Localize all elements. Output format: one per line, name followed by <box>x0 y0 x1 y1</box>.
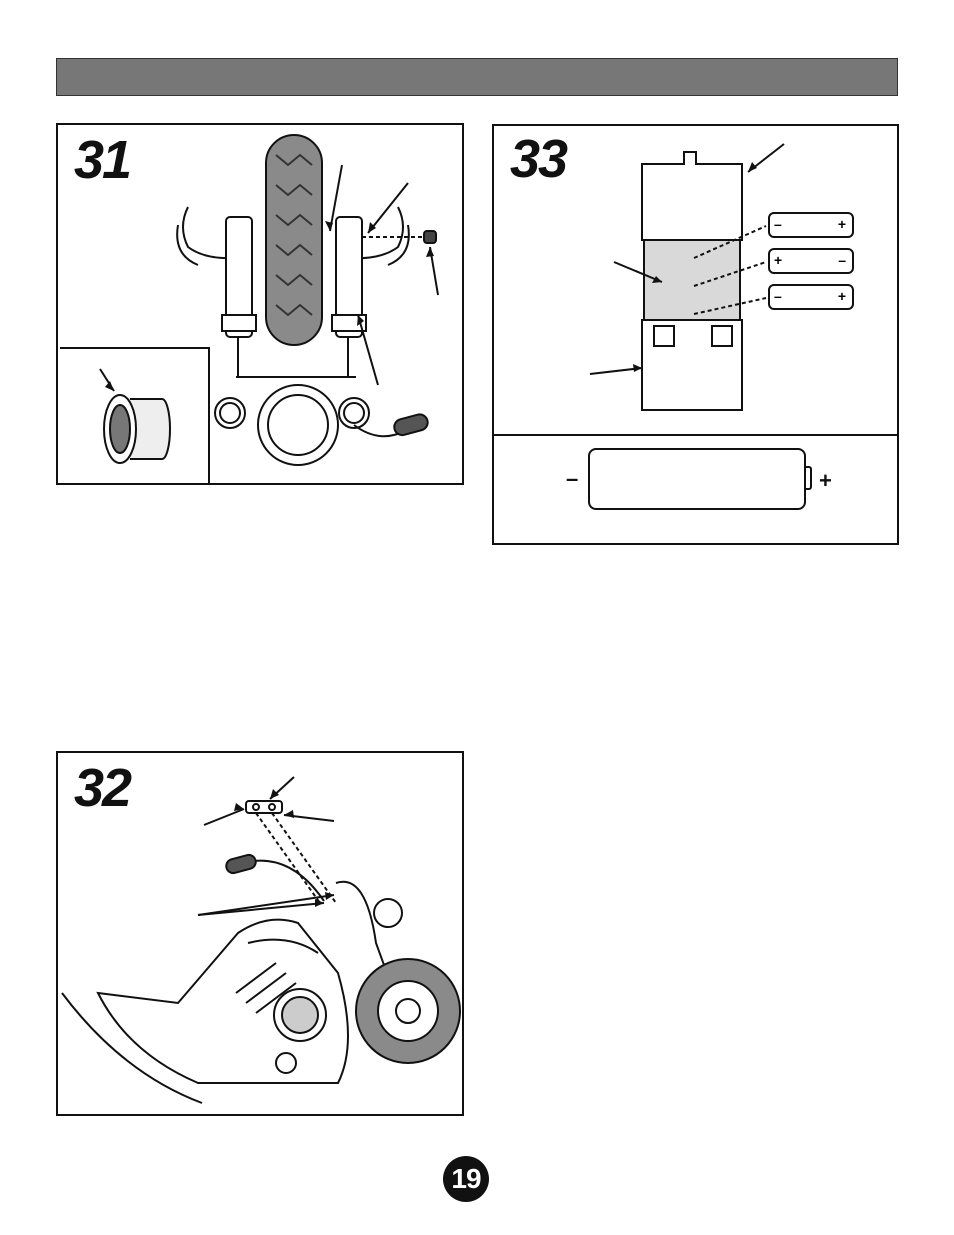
step-33-panel: 33 – + + – <box>492 124 899 436</box>
header-bar <box>56 58 898 96</box>
battery-3-left-terminal: – <box>774 288 782 304</box>
battery-1-left-terminal: – <box>774 216 782 232</box>
step-32-panel: 32 <box>56 751 464 1116</box>
bushing-illustration <box>60 349 210 485</box>
step-31-panel: 31 <box>56 123 464 485</box>
battery-orientation-panel: – + <box>492 434 899 545</box>
battery-1-right-terminal: + <box>838 216 846 232</box>
minus-symbol: – <box>566 466 578 492</box>
battery-2-left-terminal: + <box>774 252 782 268</box>
motorcycle-handlebar-illustration <box>58 753 464 1116</box>
large-battery-terminal <box>804 466 812 490</box>
bushing-inset <box>60 347 210 485</box>
battery-1: – + <box>768 212 854 238</box>
page-number: 19 <box>443 1156 489 1202</box>
battery-3: – + <box>768 284 854 310</box>
battery-3-right-terminal: + <box>838 288 846 304</box>
battery-compartment-illustration <box>494 126 899 436</box>
plus-symbol: + <box>819 468 832 494</box>
battery-2: + – <box>768 248 854 274</box>
large-battery-outline <box>588 448 806 510</box>
battery-2-right-terminal: – <box>838 252 846 268</box>
